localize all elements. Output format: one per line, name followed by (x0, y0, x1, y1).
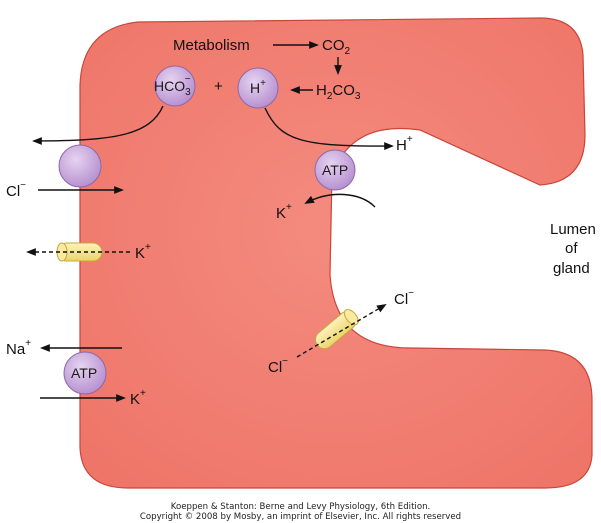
k-basolateral-label: K+ (130, 388, 146, 408)
basolateral-exchanger (58, 144, 102, 188)
h-secretion-path (264, 107, 394, 151)
cl-apical-arrow (296, 304, 387, 358)
hco3-label: HCO3− (154, 74, 191, 98)
h2co3-label: H2CO3 (316, 82, 361, 102)
k-apical-path (304, 193, 376, 208)
hco3-exit-path (32, 105, 164, 145)
h-out-label: H+ (396, 134, 413, 154)
lumen-label-line2: of (565, 240, 578, 257)
credit-line-2: Copyright © 2008 by Mosby, an imprint of… (139, 512, 462, 522)
co2-label: CO2 (322, 37, 351, 57)
apical-atp-label: ATP (322, 162, 348, 178)
apical-cl-channel (315, 309, 359, 350)
cl-basolateral-label: Cl− (6, 180, 26, 200)
basolateral-atp-pump (63, 351, 107, 395)
na-label: Na+ (6, 338, 31, 358)
lumen-label-line1: Lumen (550, 221, 596, 238)
h-ion (237, 67, 279, 109)
k-apical-label: K+ (276, 202, 292, 222)
plus-sign: + (214, 78, 223, 95)
metabolism-label: Metabolism (173, 37, 250, 54)
k-channel-label: K+ (135, 242, 151, 262)
lumen-label-line3: gland (553, 260, 590, 277)
cl-out-label: Cl− (394, 288, 414, 308)
h-label: H+ (250, 78, 266, 96)
apical-atp-pump (314, 149, 356, 191)
cl-in-label: Cl− (268, 356, 288, 376)
hco3-ion (154, 65, 196, 107)
credit-line-1: Koeppen & Stanton: Berne and Levy Physio… (170, 502, 431, 512)
basolateral-atp-label: ATP (71, 365, 97, 381)
cell-body (79, 17, 593, 489)
